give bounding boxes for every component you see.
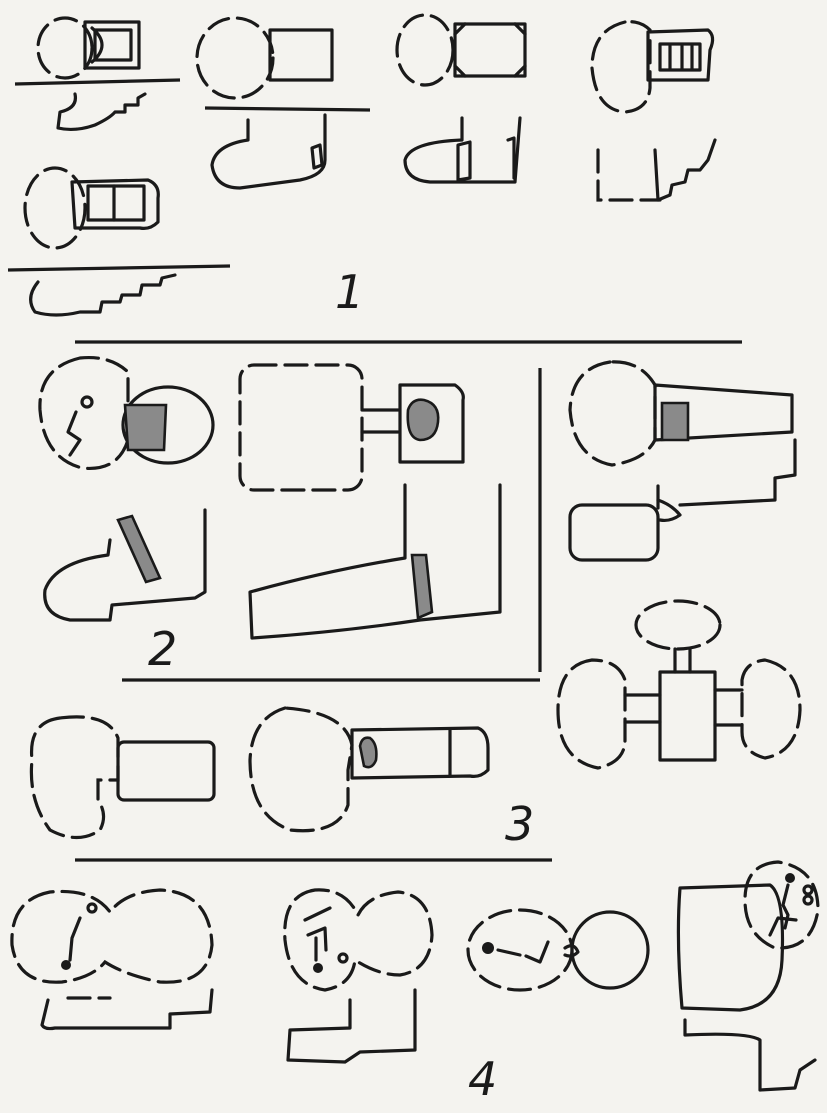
burial-1a-profile [58, 94, 145, 129]
burial-1e-plan [25, 168, 158, 248]
burial-3a-plan [31, 717, 214, 838]
burial-2b-plan [240, 365, 463, 490]
burial-2b-profile [250, 485, 500, 638]
label-group-3: 3 [505, 797, 534, 851]
group-3: 3 [31, 601, 800, 851]
burial-3b-plan [250, 708, 488, 831]
burial-4b-plan [285, 890, 432, 990]
burial-1e-profile [31, 275, 175, 315]
burial-4d-profile [685, 1020, 815, 1090]
group-4: 4 [12, 862, 818, 1106]
group-1: 1 [8, 15, 715, 319]
section-line-1a [15, 80, 180, 84]
burial-4c-plan [468, 910, 648, 990]
section-line-1b [205, 108, 370, 110]
burial-2a-plan [40, 358, 213, 469]
burial-1a-plan [38, 18, 139, 78]
burial-1c-plan [397, 15, 525, 85]
label-group-2: 2 [148, 622, 177, 676]
label-group-1: 1 [335, 265, 364, 319]
burial-1b-plan [197, 18, 332, 98]
burial-2c-plan [570, 362, 795, 505]
burial-2c-profile [570, 486, 680, 560]
burial-4d-plan [678, 862, 818, 1010]
group-2: 2 [40, 358, 795, 676]
burial-3c-plan [558, 601, 800, 768]
burial-1d-profile [655, 140, 715, 200]
burial-4a-plan [12, 890, 212, 982]
burial-4a-profile [42, 990, 212, 1029]
burial-1c-profile [405, 118, 520, 182]
burial-4b-profile [288, 990, 415, 1062]
label-group-4: 4 [468, 1052, 497, 1106]
burial-1b-profile [212, 115, 325, 188]
section-line-1e [8, 266, 230, 270]
burial-1d-plan [592, 22, 713, 112]
